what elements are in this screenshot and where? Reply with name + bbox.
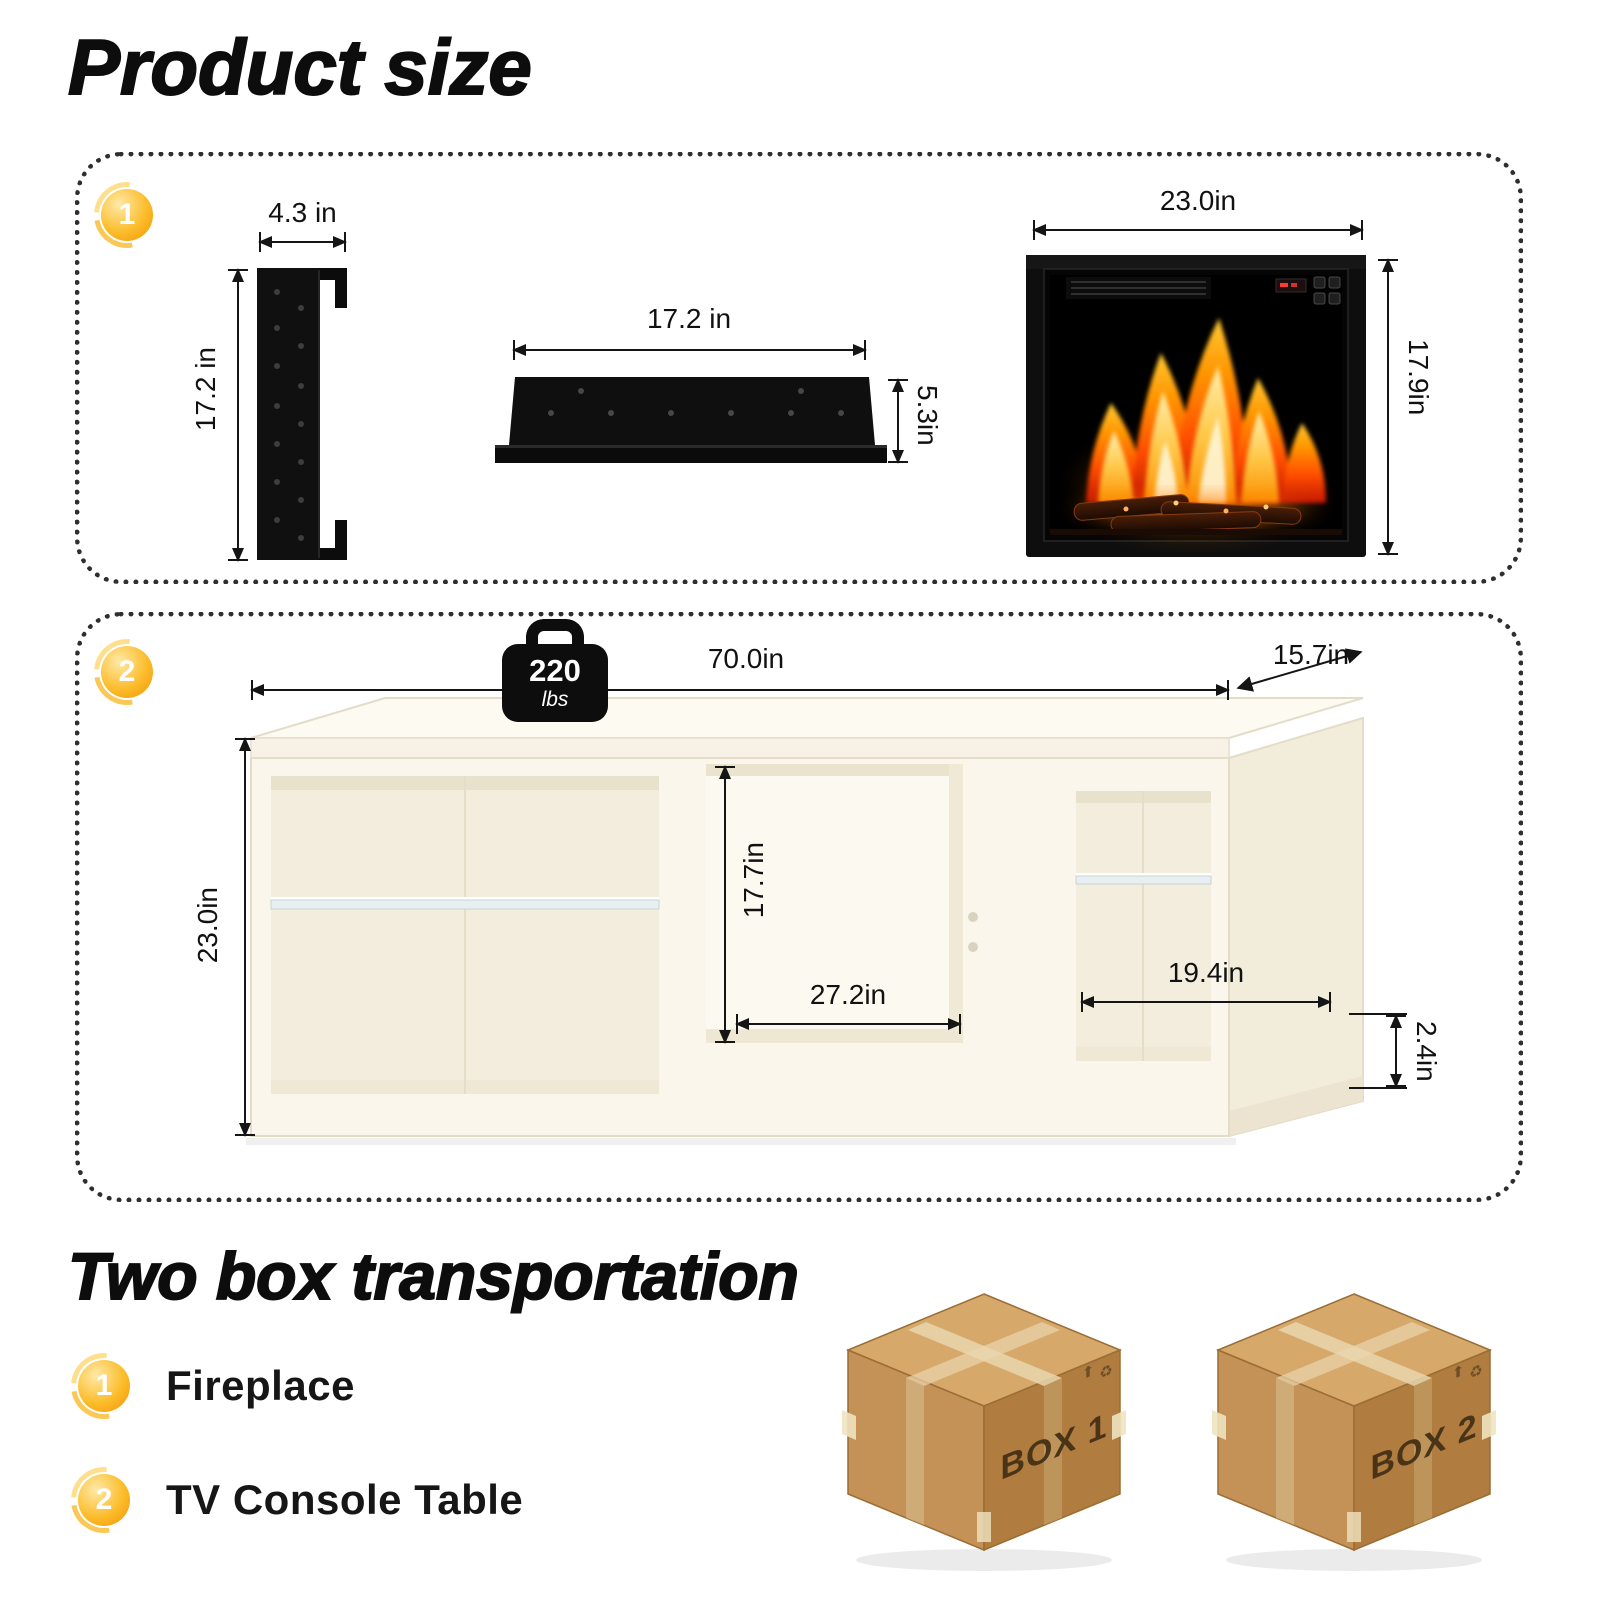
cable-hole-icon [968,912,978,922]
extension-line [1349,1013,1407,1015]
depth-dimension-line [1236,648,1363,692]
shipping-box-2: ⬆ ♻ BOX 2 [1212,1293,1496,1571]
vent-grille-icon [1066,277,1211,299]
step-2-badge: 2 [101,646,153,698]
logs-icon [1061,489,1331,533]
left-cubby [270,776,660,1094]
console-size-panel: 2 [75,612,1523,1202]
transport-title: Two box transportation [67,1238,800,1314]
extension-line [1349,1087,1407,1089]
console-height-label: 23.0in [192,887,223,964]
svg-text:⬆: ⬆ [1452,1361,1465,1383]
middle-height-label: 17.7in [738,842,769,919]
middle-opening [706,764,963,1043]
console-width-label: 70.0in [707,643,785,674]
middle-width-label: 27.2in [809,979,887,1010]
packing-tape-icon [1212,1322,1496,1542]
weight-value: 220 [529,653,581,689]
middle-width-dimension-line [735,1014,962,1034]
packing-tape-icon [842,1322,1126,1542]
svg-text:♻: ♻ [1099,1360,1112,1383]
tv-console-drawing [246,648,1364,1145]
screw-dots-icon [548,388,844,416]
screw-dots-icon [274,289,304,541]
middle-height-dimension-line [715,765,735,1044]
legend-2-badge: 2 [78,1474,130,1526]
topview-height-dimension-line [888,378,908,464]
console-height-dimension-line [235,737,255,1137]
right-cubby [1075,791,1212,1061]
console-width-dimension-line [250,680,1230,700]
base-height-dimension-line [1386,1014,1406,1088]
front-width-label: 23.0in [1159,185,1237,216]
control-panel-icon [1275,276,1341,305]
front-width-dimension-line [1032,220,1364,240]
svg-text:⬆: ⬆ [1082,1361,1095,1383]
page-title: Product size [67,22,533,112]
glass-shelf [1075,875,1212,885]
side-width-dimension-line [258,232,347,252]
side-height-dimension-line [228,268,248,562]
weight-unit: lbs [541,687,569,711]
shipping-symbols-icon: ⬆ ♻ [1452,1360,1483,1383]
glass-shelf [270,899,660,910]
weight-handle-icon [526,619,584,647]
shipping-box-1: ⬆ ♻ BOX 1 [842,1293,1126,1571]
right-width-dimension-line [1080,992,1332,1012]
shipping-symbols-icon: ⬆ ♻ [1082,1360,1113,1383]
console-depth-label: 15.7in [1272,639,1350,670]
fireplace-top-view-drawing [495,377,887,463]
fireplace-size-panel: 1 4.3 in 17.2 in 17.2 in 5.3in [75,152,1523,584]
right-width-label: 19.4in [1167,957,1245,988]
front-height-dimension-line [1378,258,1398,556]
cable-hole-icon [968,942,978,952]
legend-1-label: Fireplace [166,1362,355,1409]
fireplace-front-view-drawing [1026,255,1366,557]
step-1-badge: 1 [101,189,153,241]
svg-text:♻: ♻ [1469,1360,1482,1383]
fireplace-side-view-drawing [257,268,347,560]
topview-height-label: 5.3in [912,385,943,446]
legend-item-fireplace: 1 Fireplace [78,1360,355,1412]
legend-1-badge: 1 [78,1360,130,1412]
front-height-label: 17.9in [1403,339,1434,416]
weight-badge: 220 lbs [499,619,611,722]
legend-2-label: TV Console Table [166,1476,524,1523]
side-height-label: 17.2 in [190,347,221,432]
topview-width-dimension-line [512,340,867,360]
legend-item-console: 2 TV Console Table [78,1474,523,1526]
topview-width-label: 17.2 in [646,303,732,334]
side-width-label: 4.3 in [268,197,337,228]
base-height-label: 2.4in [1411,1021,1442,1082]
